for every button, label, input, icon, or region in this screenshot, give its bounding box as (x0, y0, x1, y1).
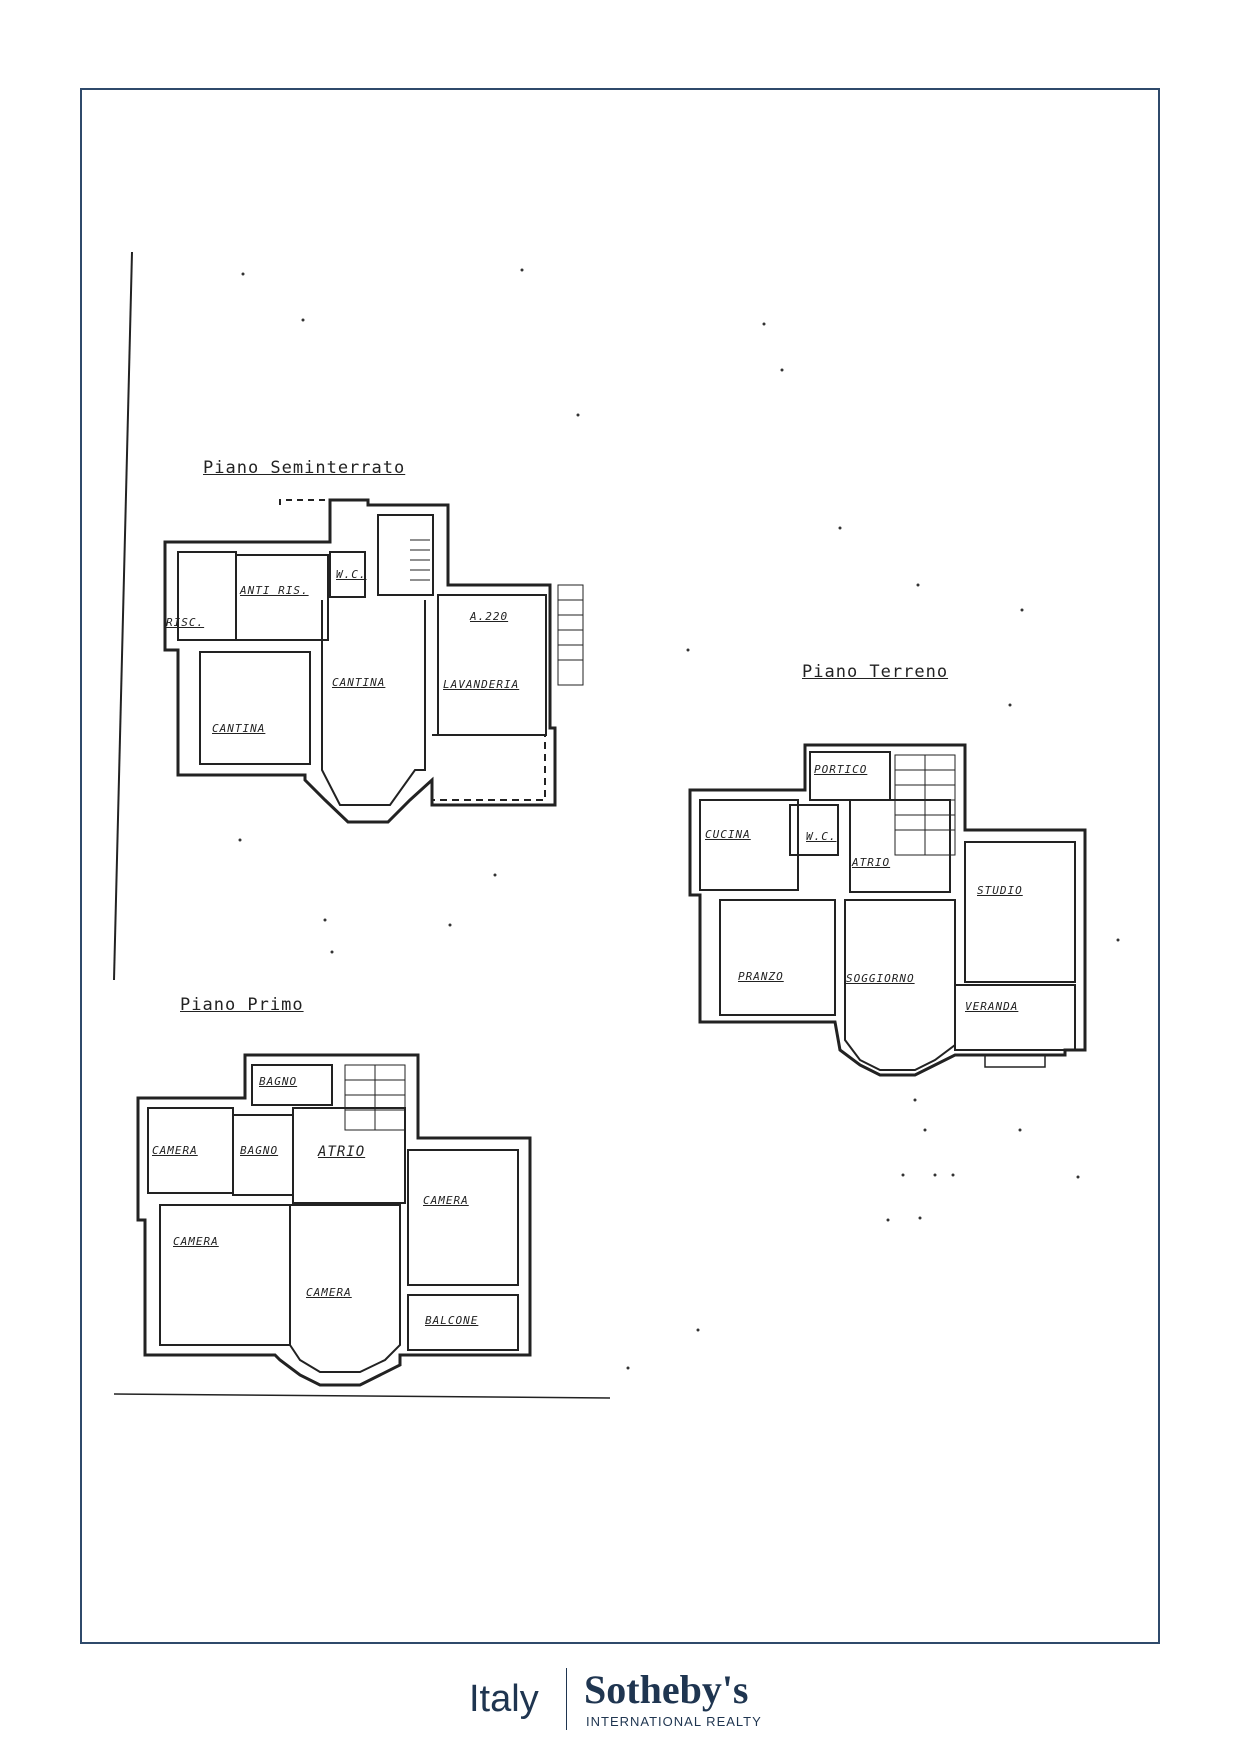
room-label: CANTINA (332, 676, 386, 689)
floor-title-primo: Piano Primo (180, 995, 304, 1015)
room-label: CANTINA (212, 722, 266, 735)
plan-seminterrato (163, 498, 584, 824)
room-label: VERANDA (965, 1000, 1019, 1013)
footer-branding: Italy Sotheby's INTERNATIONAL REALTY (0, 1660, 1241, 1740)
room-label: CAMERA (173, 1235, 219, 1248)
page-frame (80, 88, 1160, 1644)
scan-specks (238, 268, 1120, 1370)
scan-edge-line (113, 251, 133, 981)
plan-terreno (688, 743, 1087, 1077)
brand-subtitle: INTERNATIONAL REALTY (586, 1714, 762, 1729)
room-label: W.C. (336, 568, 367, 581)
room-label: LAVANDERIA (443, 678, 520, 691)
room-label: CAMERA (152, 1144, 198, 1157)
room-label: BAGNO (259, 1075, 298, 1088)
room-label: ATRIO (318, 1144, 366, 1160)
room-label: CUCINA (705, 828, 751, 841)
room-label: PRANZO (738, 970, 784, 983)
room-label: CAMERA (306, 1286, 352, 1299)
room-label: ANTI RIS. (240, 584, 309, 597)
footer-country: Italy (469, 1678, 539, 1720)
footer-divider (566, 1668, 567, 1730)
room-label: PORTICO (814, 763, 868, 776)
room-label: ATRIO (852, 856, 891, 869)
room-label: W.C. (806, 830, 837, 843)
room-label: BALCONE (425, 1314, 479, 1327)
room-label: A.220 (470, 610, 509, 623)
brand-logo-text: Sotheby's (584, 1667, 749, 1712)
floor-title-seminterrato: Piano Seminterrato (203, 458, 406, 478)
floor-title-terreno: Piano Terreno (802, 662, 949, 682)
room-label: SOGGIORNO (846, 972, 915, 985)
scan-edge-line (113, 1393, 611, 1399)
room-label: STUDIO (977, 884, 1023, 897)
room-label: RISC. (166, 616, 205, 629)
room-label: CAMERA (423, 1194, 469, 1207)
room-label: BAGNO (240, 1144, 279, 1157)
plan-primo (136, 1053, 532, 1387)
